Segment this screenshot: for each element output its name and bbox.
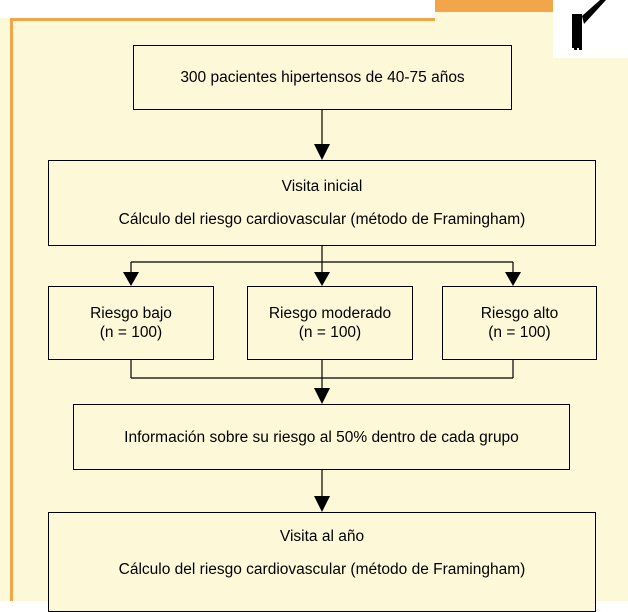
figure-silhouette-icon [572, 0, 606, 50]
frame-left-border [10, 18, 13, 601]
initial-visit-box: Visita inicial Cálculo del riesgo cardio… [48, 160, 596, 246]
initial-visit-subtitle: Cálculo del riesgo cardiovascular (métod… [118, 211, 526, 228]
initial-visit-title: Visita inicial [281, 178, 363, 195]
group-label: Riesgo bajo [90, 305, 172, 322]
group-box-high: Riesgo alto (n = 100) [442, 286, 597, 360]
year-visit-title: Visita al año [279, 528, 365, 545]
information-box: Información sobre su riesgo al 50% dentr… [73, 404, 570, 470]
group-label: Riesgo moderado [268, 305, 392, 322]
arrow-head [505, 272, 521, 286]
population-text: 300 pacientes hipertensos de 40-75 años [180, 69, 465, 86]
frame-top-border [10, 18, 435, 21]
header-tab [435, 0, 553, 12]
arrow-head [314, 496, 330, 512]
arrow-head [314, 388, 330, 404]
group-box-low: Riesgo bajo (n = 100) [48, 286, 214, 360]
information-text: Información sobre su riesgo al 50% dentr… [124, 428, 519, 446]
group-count: (n = 100) [298, 324, 362, 341]
group-label: Riesgo alto [480, 305, 559, 322]
group-count: (n = 100) [99, 324, 163, 341]
group-count: (n = 100) [488, 324, 551, 341]
year-visit-subtitle: Cálculo del riesgo cardiovascular (métod… [118, 561, 526, 578]
population-box: 300 pacientes hipertensos de 40-75 años [133, 45, 512, 110]
year-visit-box: Visita al año Cálculo del riesgo cardiov… [48, 512, 596, 612]
arrow-head [314, 272, 330, 286]
top-margin [0, 0, 435, 18]
group-box-moderate: Riesgo moderado (n = 100) [247, 286, 413, 360]
arrow-head [314, 144, 330, 160]
arrow-head [123, 272, 139, 286]
